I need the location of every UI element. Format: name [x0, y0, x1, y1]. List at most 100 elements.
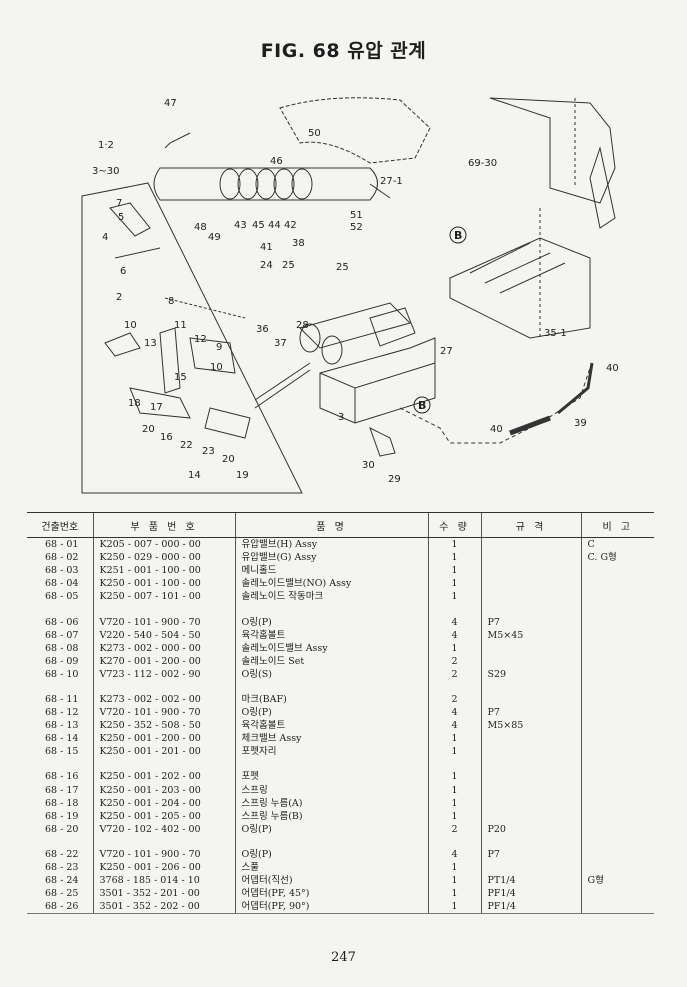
cell-part-name: 어뎁터(PF, 45°): [234, 887, 428, 901]
spacer-cell: [92, 680, 235, 693]
floor-rib-3: [499, 262, 566, 294]
cell-part-name: O링(P): [234, 847, 428, 861]
cell-remark: C: [580, 537, 654, 552]
exploded-parts-diagram: B B 47 1·2 3~30 50 46 69-30 27-1 48 49 4…: [70, 88, 650, 500]
spacer-cell: [427, 758, 481, 771]
cell-item-no: 68 - 06: [45, 616, 79, 628]
cell-spec: [480, 732, 581, 746]
detail-divider: [164, 297, 246, 319]
cell-quantity: 4: [427, 615, 481, 629]
cell-spec: [480, 590, 581, 604]
page-number: 247: [331, 950, 356, 965]
cell-remark: [580, 887, 654, 901]
hydraulic-line: [399, 367, 591, 444]
cell-spec: PF1/4: [480, 900, 581, 915]
cell-part-name: O링(P): [234, 706, 428, 720]
cell-quantity: 1: [427, 783, 481, 797]
callout-40-bottom: 40: [490, 424, 503, 435]
callout-4: 4: [102, 232, 108, 243]
cell-spec: [480, 783, 581, 797]
cell-quantity: 1: [427, 860, 481, 875]
manifold-top-edge: [319, 362, 436, 389]
cell-remark: [580, 577, 654, 591]
cell-part-name: 육각홈볼트: [234, 719, 428, 733]
cell-item-no: 68 - 01: [45, 539, 79, 551]
cell-spec: [480, 564, 581, 578]
callout-13: 13: [144, 338, 157, 349]
spacer-cell: [92, 835, 235, 848]
cell-part-name: 포펫자리: [234, 745, 428, 759]
cell-item-no: 68 - 22: [45, 848, 79, 860]
cell-part-number: V720 - 101 - 900 - 70: [92, 847, 235, 861]
spacer-cell: [234, 835, 428, 848]
hydraulic-cylinder: [153, 167, 378, 201]
inset-part-22: [204, 407, 251, 439]
cylinder-ring-2: [237, 168, 259, 200]
cell-item-no: 68 - 02: [45, 552, 79, 564]
cell-item-no: 68 - 24: [45, 875, 79, 887]
cell-item-no: 68 - 03: [45, 565, 79, 577]
cell-part-number: 3501 - 352 - 202 - 00: [92, 900, 235, 915]
callout-b-marker-bottom: [413, 396, 431, 414]
callout-8: 8: [168, 296, 174, 307]
callout-1-2: 1·2: [98, 140, 114, 151]
cell-part-number: K250 - 001 - 202 - 00: [92, 770, 235, 784]
cell-part-name: O링(S): [234, 667, 428, 681]
callout-10-inset: 10: [124, 320, 137, 331]
cell-quantity: 1: [427, 551, 481, 565]
cell-spec: [480, 692, 581, 707]
cell-quantity: 1: [427, 796, 481, 810]
header-spec: 규 격: [480, 512, 581, 538]
callout-b-top: B: [454, 229, 462, 242]
cell-item-no: 68 - 26: [27, 900, 93, 915]
cell-part-name: O링(P): [234, 615, 428, 629]
hose-40: [557, 362, 594, 415]
cell-part-number: V720 - 101 - 900 - 70: [92, 706, 235, 720]
table-header-row: 건출번호 부 품 번 호 품 명 수 량 규 격 비 고: [27, 512, 654, 538]
cell-part-name: 스풀: [234, 860, 428, 875]
cell-part-name: 어뎁터(직선): [234, 874, 428, 888]
cylinder-ring-5: [291, 168, 313, 200]
cell-part-number: V220 - 540 - 504 - 50: [92, 628, 235, 642]
callout-30: 30: [362, 460, 375, 471]
callout-49: 49: [208, 232, 221, 243]
callout-25-right: 25: [336, 262, 349, 273]
callout-22: 22: [180, 440, 193, 451]
solenoid-valve-body: [369, 307, 416, 347]
cell-item-no: 68 - 18: [45, 797, 79, 809]
callout-69-30: 69-30: [468, 158, 497, 169]
cell-spec: P20: [480, 822, 581, 836]
spacer-cell: [580, 680, 654, 693]
callout-b-marker-top: [449, 226, 467, 244]
cell-part-number: K250 - 001 - 204 - 00: [92, 796, 235, 810]
inset-part-16: [129, 387, 191, 419]
cell-quantity: 1: [427, 732, 481, 746]
cell-item-no: 68 - 12: [45, 707, 79, 719]
header-qty: 수 량: [427, 512, 481, 538]
header-name: 품 명: [234, 512, 428, 538]
cell-quantity: 4: [427, 628, 481, 642]
cell-remark: G형: [580, 874, 654, 888]
cell-quantity: 1: [427, 537, 481, 552]
cell-quantity: 1: [427, 900, 481, 915]
cell-quantity: 1: [427, 770, 481, 784]
callout-23: 23: [202, 446, 215, 457]
cell-quantity: 4: [427, 847, 481, 861]
cell-item-no: 68 - 25: [45, 888, 79, 900]
cell-quantity: 4: [427, 706, 481, 720]
spacer-cell: [234, 758, 428, 771]
spacer-cell: [234, 680, 428, 693]
cell-quantity: 1: [427, 745, 481, 759]
cell-item-no: 68 - 19: [45, 810, 79, 822]
